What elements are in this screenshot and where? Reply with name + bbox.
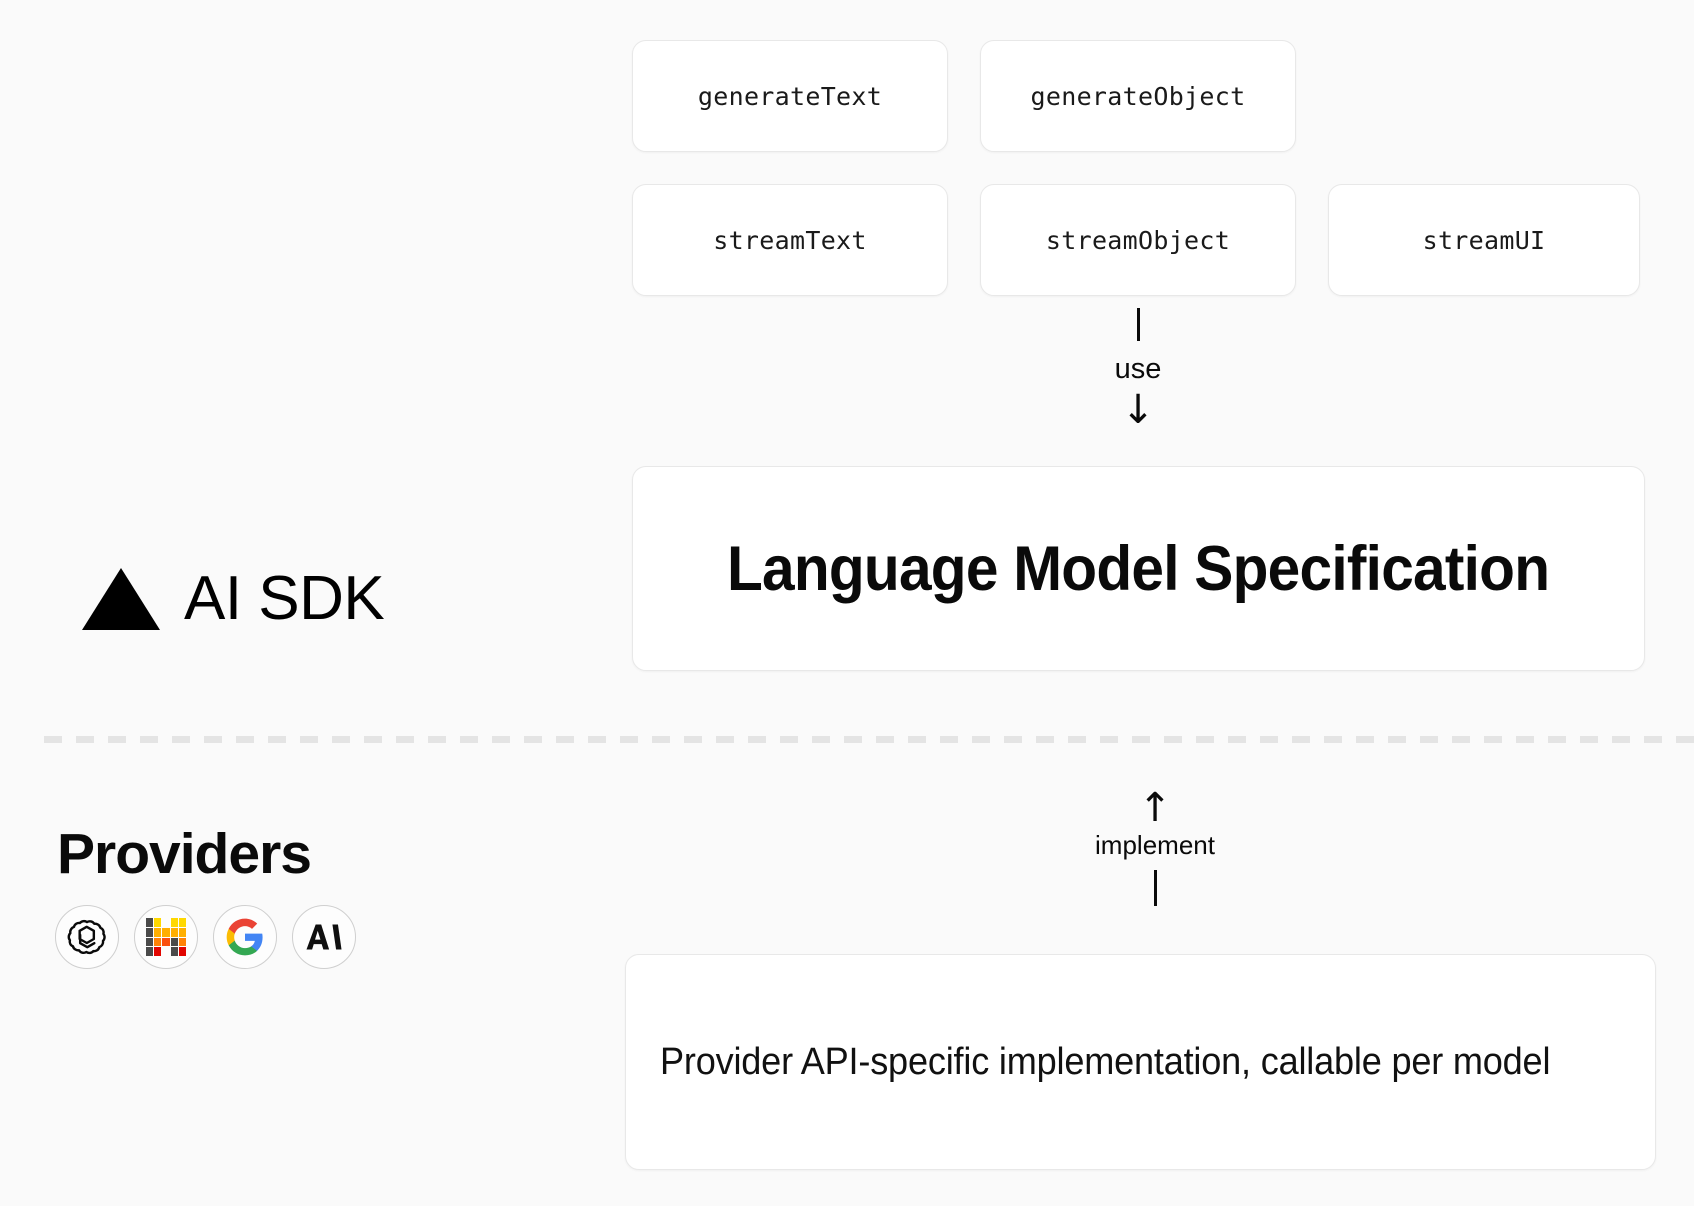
provider-implementation-text: Provider API-specific implementation, ca… (660, 1040, 1551, 1083)
brand-ai-sdk: AI SDK (82, 564, 385, 633)
layer-divider (44, 736, 1694, 743)
vercel-triangle-icon (82, 568, 160, 630)
brand-label: AI SDK (184, 564, 385, 633)
function-label: streamObject (1045, 225, 1231, 255)
anthropic-icon (306, 924, 342, 950)
function-label: streamText (713, 225, 867, 255)
function-card-generate-object[interactable]: generateObject (980, 40, 1296, 152)
function-card-generate-text[interactable]: generateText (632, 40, 948, 152)
function-label: streamUI (1422, 225, 1546, 255)
connector-line (1136, 308, 1140, 341)
openai-icon (67, 919, 106, 955)
function-label: generateObject (1030, 81, 1246, 111)
provider-chip-anthropic[interactable] (292, 905, 356, 969)
arrow-down-icon: ↓ (1121, 387, 1155, 433)
provider-chip-mistral[interactable] (134, 905, 198, 969)
connector-implement-label: implement (1095, 830, 1215, 860)
provider-chip-google[interactable] (213, 905, 277, 969)
function-card-stream-ui[interactable]: streamUI (1328, 184, 1640, 296)
provider-implementation-box[interactable]: Provider API-specific implementation, ca… (625, 954, 1656, 1170)
connector-use: use ↓ (1090, 308, 1186, 433)
providers-block: Providers (55, 826, 356, 969)
provider-logo-row (55, 905, 356, 969)
mistral-icon (146, 918, 186, 956)
google-icon (226, 918, 263, 956)
function-label: generateText (697, 81, 883, 111)
providers-title: Providers (57, 822, 312, 886)
arrow-up-icon: ↑ (1138, 785, 1172, 831)
connector-use-label: use (1114, 353, 1162, 385)
function-card-stream-object[interactable]: streamObject (980, 184, 1296, 296)
provider-chip-openai[interactable] (55, 905, 119, 969)
connector-implement: ↑ implement (1070, 785, 1240, 906)
connector-line (1153, 870, 1157, 906)
language-model-specification-box[interactable]: Language Model Specification (632, 466, 1645, 671)
spec-title: Language Model Specification (727, 533, 1550, 604)
function-card-stream-text[interactable]: streamText (632, 184, 948, 296)
